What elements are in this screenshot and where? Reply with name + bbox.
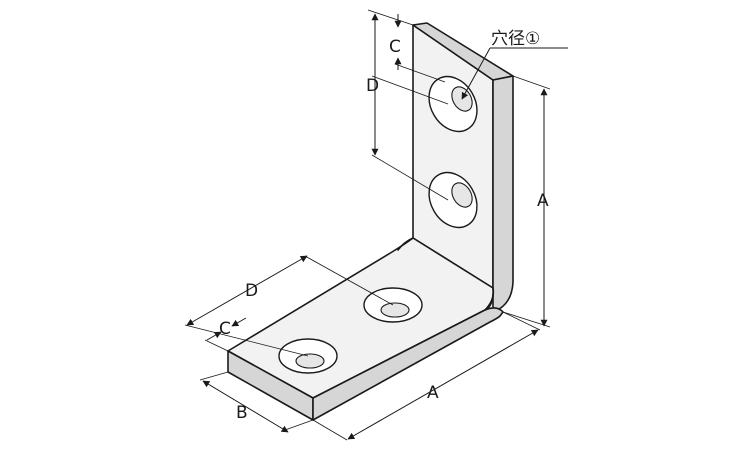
label-A-vertical: A: [537, 191, 549, 211]
dimension-D-top: D: [366, 13, 449, 201]
dimension-B: B: [199, 371, 314, 433]
label-A-horizontal: A: [427, 383, 439, 403]
label-C-bottom: C: [219, 319, 231, 339]
vertical-hole-upper: [428, 75, 478, 133]
hole-diameter-callout: 穴径①: [461, 29, 568, 100]
label-B: B: [236, 403, 248, 423]
bend-outer-line: [484, 287, 494, 311]
label-D-top: D: [366, 76, 379, 96]
dimension-A-horizontal: A: [312, 311, 541, 441]
label-C-top: C: [389, 37, 401, 57]
dimension-A-vertical: A: [502, 75, 551, 328]
label-hole-diameter: 穴径①: [491, 29, 540, 49]
dimension-C-bottom: C: [204, 317, 247, 352]
label-D-bottom: D: [245, 281, 258, 301]
dimension-D-bottom: D: [184, 255, 394, 357]
vertical-hole-lower: [428, 171, 478, 229]
bend-inner-line: [397, 237, 414, 251]
dimension-C-top: C: [367, 9, 446, 83]
vertical-plate-side: [492, 75, 514, 313]
